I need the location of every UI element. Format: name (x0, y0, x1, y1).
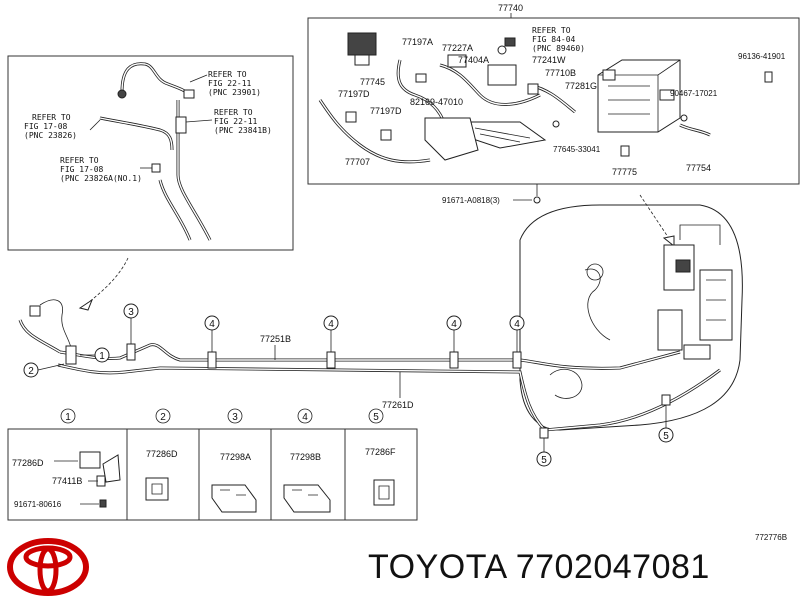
refer-17-08-b-text: REFER TO (60, 156, 99, 165)
callout-circle-4b (323, 315, 339, 331)
legend-77298A: 77298A (220, 452, 251, 462)
callout-4d: 4 (514, 319, 520, 330)
callout-circle-5a (536, 451, 552, 467)
vsv-valve (347, 32, 377, 56)
label-77197D-b: 77197D (370, 106, 402, 116)
refer-84-04-fig: FIG 84-04 (532, 35, 576, 44)
refer-17-08-a-fig: FIG 17-08 (24, 122, 68, 131)
inset-frame (7, 55, 294, 251)
refer-17-08-b-fig: FIG 17-08 (60, 165, 104, 174)
label-77251B: 77251B (260, 334, 291, 344)
callout-1: 1 (99, 351, 105, 362)
label-77197D-a: 77197D (338, 89, 370, 99)
label-77710B: 77710B (545, 68, 576, 78)
callout-circle-3 (123, 303, 139, 319)
charcoal-canister (597, 59, 681, 133)
label-77227A: 77227A (442, 43, 473, 53)
label-77281G: 77281G (565, 81, 597, 91)
callout-4a: 4 (209, 319, 215, 330)
legend-header-4: 4 (302, 412, 308, 423)
legend-91671-80616: 91671-80616 (14, 500, 62, 509)
refer-22-11-a-text: REFER TO (208, 70, 247, 79)
legend-cell-5 (344, 428, 418, 521)
callout-circle-4a (204, 315, 220, 331)
callout-3: 3 (128, 307, 134, 318)
legend-header-2: 2 (160, 412, 166, 423)
callout-circle-1 (94, 347, 110, 363)
label-77745: 77745 (360, 77, 385, 87)
toyota-logo (7, 538, 89, 596)
label-77775: 77775 (612, 167, 637, 177)
label-77404A: 77404A (458, 55, 489, 65)
clamp-legend: 1 2 3 4 5 77286D 77411B 91671-80616 7728… (7, 408, 418, 521)
legend-77286F: 77286F (365, 447, 396, 457)
legend-77286D-b: 77286D (146, 449, 178, 459)
legend-77411B: 77411B (52, 476, 82, 486)
legend-77298B: 77298B (290, 452, 321, 462)
upper-left-inset: REFER TO FIG 22-11 (PNC 23901) REFER TO … (7, 55, 294, 251)
label-91671-A0818: 91671-A0818(3) (442, 196, 500, 205)
refer-22-11-a-fig: FIG 22-11 (208, 79, 252, 88)
refer-17-08-b-pnc: (PNC 23826A(NO.1) (60, 174, 142, 183)
label-82169-47010: 82169-47010 (410, 97, 463, 107)
label-77261D: 77261D (382, 400, 414, 410)
legend-header-3: 3 (232, 412, 238, 423)
label-77707: 77707 (345, 157, 370, 167)
callout-circle-4c (446, 315, 462, 331)
upper-right-frame (307, 17, 800, 185)
callout-4c: 4 (451, 319, 457, 330)
label-77740: 77740 (498, 3, 523, 13)
callout-circle-2 (23, 362, 39, 378)
refer-22-11-b-fig: FIG 22-11 (214, 117, 258, 126)
refer-17-08-a-text: REFER TO (32, 113, 71, 122)
legend-77286D-a: 77286D (12, 458, 44, 468)
label-77754: 77754 (686, 163, 711, 173)
label-90467-17021: 90467-17021 (670, 89, 718, 98)
callout-circle-4d (509, 315, 525, 331)
refer-84-04-text: REFER TO (532, 26, 571, 35)
refer-22-11-b-pnc: (PNC 23841B) (214, 126, 272, 135)
label-77241W: 77241W (532, 55, 566, 65)
legend-header-5: 5 (373, 412, 379, 423)
refer-17-08-a-pnc: (PNC 23826) (24, 131, 77, 140)
label-77645-33041: 77645-33041 (553, 145, 601, 154)
upper-right-assembly: 77740 (307, 3, 800, 205)
main-fuel-lines (18, 299, 721, 439)
inset-arrow (84, 257, 129, 306)
refer-84-04-pnc: (PNC 89460) (532, 44, 585, 53)
callouts: 1 2 3 4 4 4 4 5 5 77251B 77261D (23, 303, 674, 467)
callout-5b: 5 (663, 431, 669, 442)
refer-22-11-b-text: REFER TO (214, 108, 253, 117)
callout-5a: 5 (541, 455, 547, 466)
fuel-tank (519, 204, 743, 431)
callout-4b: 4 (328, 319, 334, 330)
drawing-code: 772776B (755, 533, 787, 542)
legend-header-1: 1 (65, 412, 71, 423)
canister-arrow (639, 194, 671, 241)
brand-part-number: TOYOTA 7702047081 (368, 548, 710, 586)
legend-cell-2 (126, 428, 200, 521)
callout-circle-5b (658, 427, 674, 443)
label-77197A: 77197A (402, 37, 433, 47)
label-96136-41901: 96136-41901 (738, 52, 786, 61)
refer-22-11-a-pnc: (PNC 23901) (208, 88, 261, 97)
callout-2: 2 (28, 366, 34, 377)
